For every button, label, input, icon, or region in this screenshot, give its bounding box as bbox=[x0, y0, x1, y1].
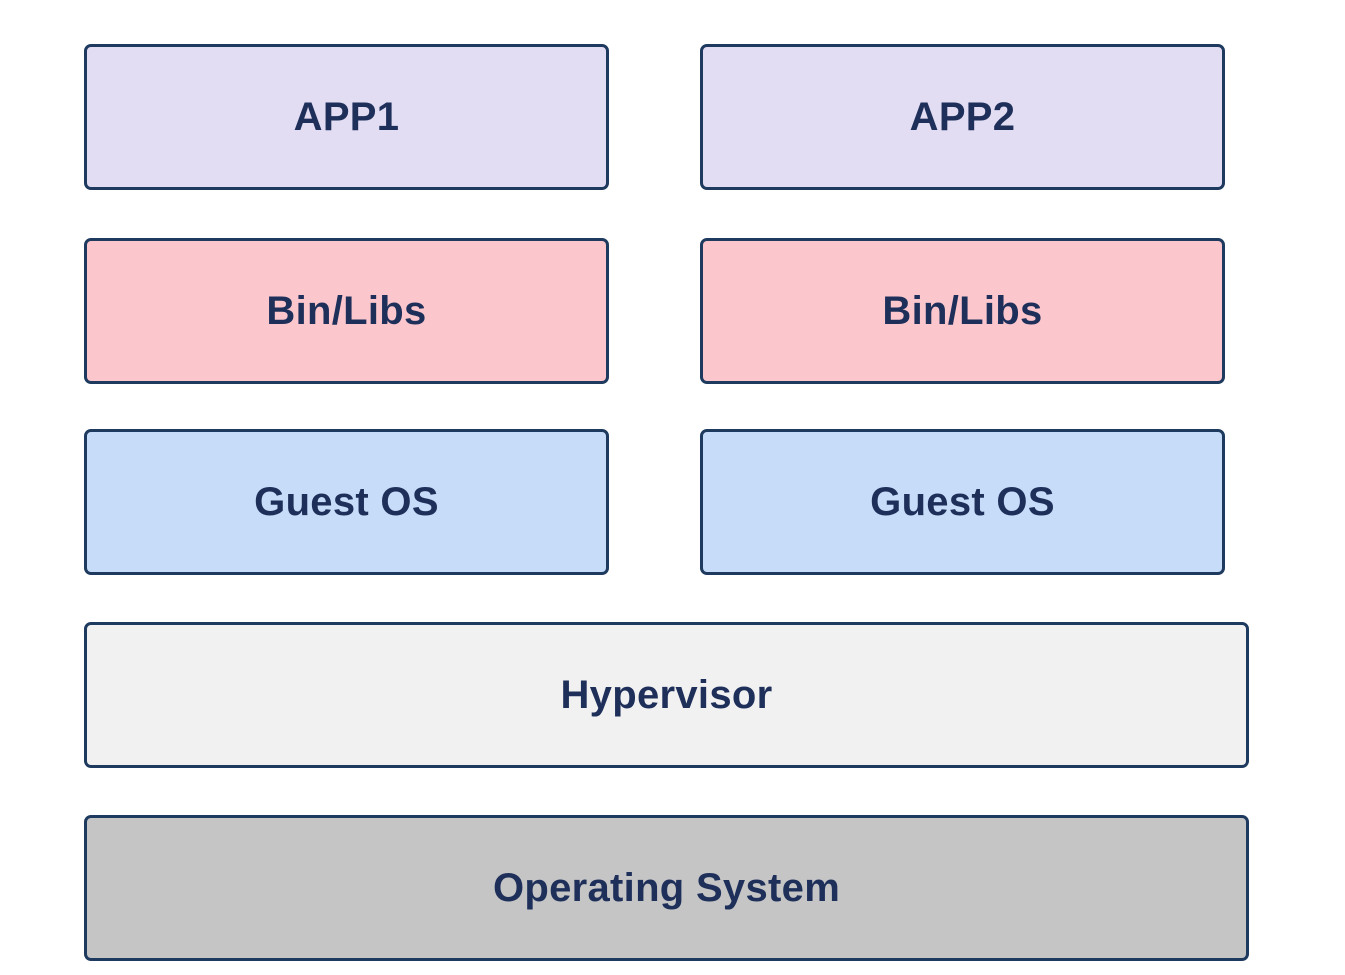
guest-os-box-right: Guest OS bbox=[700, 429, 1225, 575]
bin-libs-label-left: Bin/Libs bbox=[266, 288, 427, 333]
operating-system-label: Operating System bbox=[492, 865, 841, 910]
hypervisor-label: Hypervisor bbox=[560, 672, 773, 717]
hypervisor-box: Hypervisor bbox=[84, 622, 1249, 768]
operating-system-box: Operating System bbox=[84, 815, 1249, 961]
app1-box: APP1 bbox=[84, 44, 609, 190]
guest-os-label-left: Guest OS bbox=[254, 479, 439, 524]
guest-os-label-right: Guest OS bbox=[870, 479, 1055, 524]
bin-libs-box-right: Bin/Libs bbox=[700, 238, 1225, 384]
guest-os-box-left: Guest OS bbox=[84, 429, 609, 575]
app1-label: APP1 bbox=[293, 94, 400, 139]
bin-libs-box-left: Bin/Libs bbox=[84, 238, 609, 384]
app2-box: APP2 bbox=[700, 44, 1225, 190]
bin-libs-label-right: Bin/Libs bbox=[882, 288, 1043, 333]
app2-label: APP2 bbox=[909, 94, 1016, 139]
